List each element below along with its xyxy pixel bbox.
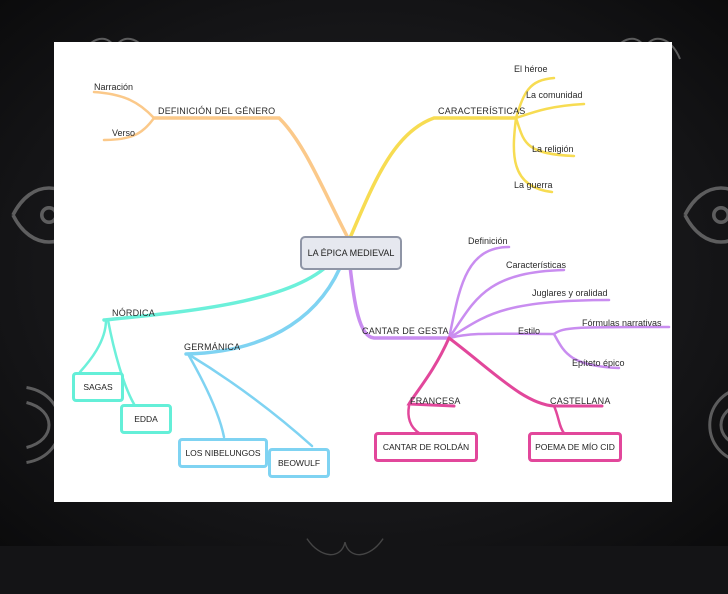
node-germanica[interactable]: GERMÁNICA	[184, 342, 241, 352]
node-los-nibelungos[interactable]: LOS NIBELUNGOS	[178, 438, 268, 468]
connector-cantar-juglares	[447, 298, 611, 340]
corner-ornament-bottom-right	[708, 391, 728, 459]
node-los-nibelungos-label: LOS NIBELUNGOS	[185, 448, 261, 458]
connector-germanica-beowulf	[186, 352, 314, 448]
connector-definicion-narracion	[92, 90, 156, 120]
connector-nordica-sagas	[78, 318, 108, 374]
connector-center-definicion	[152, 116, 350, 240]
connector-caract-guerra	[512, 116, 554, 194]
side-ornament-right	[683, 186, 728, 244]
connector-cantar-caracteristicas	[447, 268, 566, 340]
connector-francesa-roldan	[407, 404, 421, 435]
connector-cantar-definicion	[447, 245, 511, 340]
node-estilo[interactable]: Estilo	[518, 326, 541, 336]
node-sagas-label: SAGAS	[83, 382, 113, 392]
connector-caract-heroe	[514, 76, 556, 120]
connector-center-cantar	[348, 264, 451, 340]
node-definicion[interactable]: Definición	[468, 236, 508, 246]
node-caracteristicas-cantar[interactable]: Características	[506, 260, 567, 270]
connector-caract-religion	[514, 116, 576, 158]
connector-nordica-edda	[106, 318, 136, 406]
node-cantar-de-roldan-label: CANTAR DE ROLDÁN	[382, 442, 470, 452]
node-edda-label: EDDA	[134, 414, 158, 424]
node-poema-mio-cid[interactable]: POEMA DE MÍO CID	[528, 432, 622, 462]
node-beowulf-label: BEOWULF	[277, 458, 321, 468]
node-la-religion[interactable]: La religión	[532, 144, 574, 154]
node-castellana[interactable]: CASTELLANA	[550, 396, 611, 406]
connector-castellana-cid	[552, 404, 566, 435]
node-la-guerra[interactable]: La guerra	[514, 180, 553, 190]
node-verso[interactable]: Verso	[112, 128, 136, 138]
connector-estilo-epiteto	[552, 332, 621, 370]
connector-center-nordica	[102, 254, 338, 322]
node-poema-mio-cid-label: POEMA DE MÍO CID	[535, 442, 615, 452]
connector-center-caracteristicas	[348, 116, 518, 240]
node-el-heroe[interactable]: El héroe	[514, 64, 548, 74]
node-nordica[interactable]: NÓRDICA	[112, 308, 155, 318]
node-la-comunidad[interactable]: La comunidad	[526, 90, 583, 100]
node-francesa[interactable]: FRANCESA	[410, 396, 461, 406]
node-sagas[interactable]: SAGAS	[72, 372, 124, 402]
node-narracion[interactable]: Narración	[94, 82, 134, 92]
node-beowulf[interactable]: BEOWULF	[268, 448, 330, 478]
central-node[interactable]: LA ÉPICA MEDIEVAL	[300, 236, 402, 270]
node-definicion-genero[interactable]: DEFINICIÓN DEL GÉNERO	[158, 106, 276, 116]
node-epiteto-epico[interactable]: Epíteto épico	[572, 358, 625, 368]
connector-cantar-francesa	[406, 336, 456, 408]
connector-cantar-castellana	[447, 336, 604, 408]
connector-definicion-verso	[102, 116, 156, 142]
connector-cantar-estilo	[447, 332, 556, 340]
connector-estilo-formulas	[552, 325, 671, 336]
connector-center-germanica	[184, 256, 346, 356]
mind-map-slide: LA ÉPICA MEDIEVAL DEFINICIÓN DEL GÉNERO …	[54, 42, 672, 502]
connector-germanica-nibelungos	[186, 352, 226, 439]
node-juglares-oralidad[interactable]: Juglares y oralidad	[532, 288, 608, 298]
node-caracteristicas[interactable]: CARACTERÍSTICAS	[438, 106, 526, 116]
node-formulas-narrativas[interactable]: Fórmulas narrativas	[582, 318, 662, 328]
mind-map-connectors	[78, 76, 671, 448]
node-cantar-de-gesta[interactable]: CANTAR DE GESTA	[362, 326, 449, 336]
central-node-label: LA ÉPICA MEDIEVAL	[307, 248, 395, 258]
bottom-ornament	[306, 538, 384, 556]
node-cantar-de-roldan[interactable]: CANTAR DE ROLDÁN	[374, 432, 478, 462]
connector-caract-comunidad	[514, 102, 586, 120]
node-edda[interactable]: EDDA	[120, 404, 172, 434]
